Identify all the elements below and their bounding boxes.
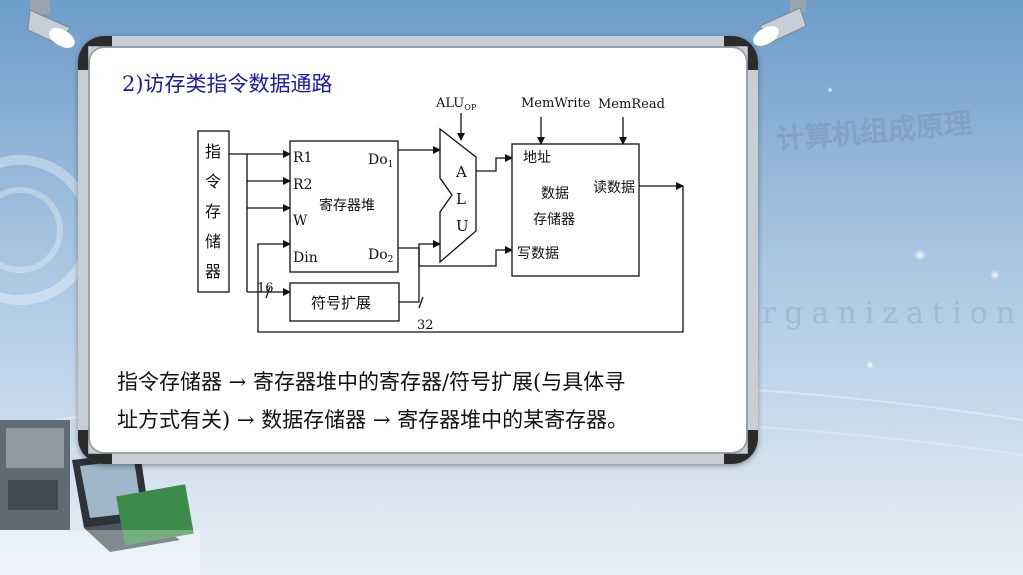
datamem-port-address: 地址 xyxy=(523,150,551,166)
regfile-port-w: W xyxy=(293,213,308,229)
alu-char-a: A xyxy=(455,163,467,181)
computer-hardware-icon xyxy=(0,420,200,575)
datamem-name-line2: 存储器 xyxy=(533,212,575,228)
bitwidth-32-label: 32 xyxy=(417,318,434,333)
datamem-port-read: 读数据 xyxy=(593,179,635,196)
bitwidth-slash-16 xyxy=(265,286,271,299)
wire-alu-to-address xyxy=(476,154,513,172)
register-file-box xyxy=(289,140,399,273)
wire-instr-to-regfile xyxy=(229,150,291,296)
instr-mem-char-1: 指 xyxy=(205,142,221,161)
regfile-port-do2: Do2 xyxy=(368,247,393,265)
regfile-port-r2: R2 xyxy=(293,177,312,193)
bitwidth-16-label: 16 xyxy=(257,281,274,296)
watermark-english: rganization xyxy=(762,296,1023,331)
memread-label: MemRead xyxy=(598,97,665,112)
whiteboard-panel xyxy=(78,36,758,464)
instruction-memory-box xyxy=(197,130,230,293)
wire-do2-to-writedata xyxy=(398,246,513,267)
alu-op-label: ALUOP xyxy=(435,96,477,112)
memwrite-label: MemWrite xyxy=(521,96,591,111)
datamem-port-write: 写数据 xyxy=(517,246,559,262)
wire-readdata-to-din xyxy=(257,182,684,333)
instr-mem-char-5: 器 xyxy=(205,262,221,281)
wire-signext-to-alu xyxy=(399,240,441,303)
regfile-name: 寄存器堆 xyxy=(319,197,375,214)
alu-shape xyxy=(439,127,477,264)
spotlight-left-icon xyxy=(27,0,75,48)
instr-mem-char-4: 储 xyxy=(205,232,221,251)
data-memory-box xyxy=(511,143,640,277)
spotlight-right-icon xyxy=(753,0,807,46)
alu-char-u: U xyxy=(456,217,469,235)
description-line-2: 址方式有关) → 数据存储器 → 寄存器堆中的某寄存器。 xyxy=(117,408,629,432)
regfile-port-r1: R1 xyxy=(293,150,312,166)
instr-mem-char-3: 存 xyxy=(205,202,221,221)
sign-extend-box xyxy=(289,282,400,322)
sign-extend-label: 符号扩展 xyxy=(311,294,371,312)
description-line-1: 指令存储器 → 寄存器堆中的寄存器/符号扩展(与具体寻 xyxy=(117,370,626,394)
bitwidth-slash-32 xyxy=(418,296,424,309)
datamem-name-line1: 数据 xyxy=(541,186,569,202)
regfile-port-do1: Do1 xyxy=(368,152,393,170)
slide-title: 2)访存类指令数据通路 xyxy=(122,72,333,96)
instr-mem-char-2: 令 xyxy=(205,172,221,191)
regfile-port-din: Din xyxy=(293,250,318,266)
alu-char-l: L xyxy=(456,190,466,208)
